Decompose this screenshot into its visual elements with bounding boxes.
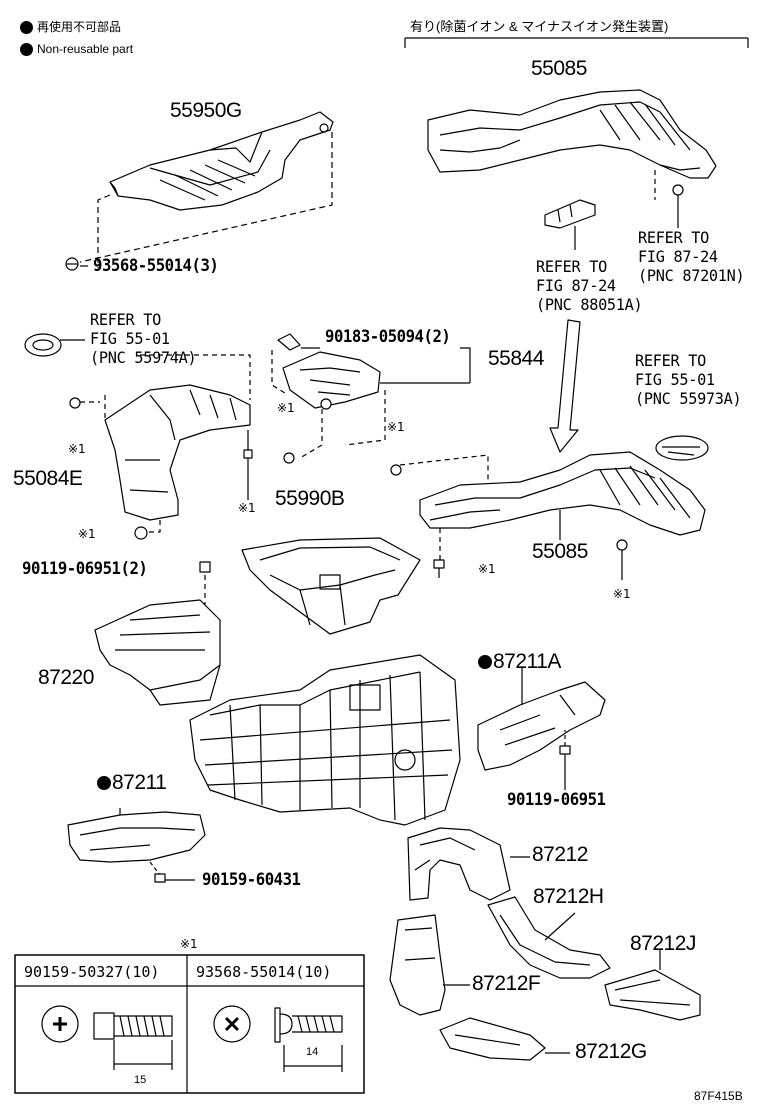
- ref-55973a: REFER TO FIG 55-01 (PNC 55973A): [635, 351, 742, 408]
- note-table-part-1: 90159-50327(10): [24, 963, 160, 981]
- flange-part: [655, 435, 709, 461]
- label-90119-2: 90119-06951(2): [22, 559, 148, 579]
- label-87212j: 87212J: [630, 932, 696, 955]
- note-table-length-1: 15: [134, 1074, 147, 1086]
- label-87211: 87211: [97, 772, 167, 793]
- label-87212g: 87212G: [575, 1040, 647, 1063]
- note-table-frame: [14, 954, 365, 1094]
- ref-87201n: REFER TO FIG 87-24 (PNC 87201N): [638, 228, 745, 285]
- label-55990b: 55990B: [275, 487, 345, 510]
- part-55990b-drawing: [241, 537, 421, 635]
- ref-55974a: REFER TO FIG 55-01 (PNC 55974A): [90, 310, 197, 367]
- label-87211a: 87211A: [478, 651, 561, 672]
- part-87211-drawing: [67, 811, 206, 863]
- note-table-heading: ※1: [180, 937, 198, 951]
- label-55844: 55844: [488, 347, 544, 370]
- option-note: 有り(除菌イオン & マイナスイオン発生装置): [410, 19, 669, 34]
- screw-icon: [213, 1005, 343, 1072]
- non-reusable-dot-icon: [97, 776, 111, 790]
- note-mark: ※1: [68, 442, 86, 456]
- part-87211a-drawing: [477, 681, 606, 771]
- part-87220-drawing: [94, 599, 221, 706]
- leader-dashes-55950g: [79, 132, 333, 268]
- label-87212: 87212: [532, 843, 588, 866]
- clip-icon: [65, 257, 79, 271]
- note-table-part-2: 93568-55014(10): [196, 963, 332, 981]
- note-mark: ※1: [238, 501, 256, 515]
- part-87212j-drawing: [604, 969, 701, 1021]
- note-mark: ※1: [78, 527, 96, 541]
- note-mark: ※1: [478, 562, 496, 576]
- flange-bolt-icon: [41, 1005, 173, 1070]
- ring-part: [24, 333, 62, 357]
- label-55085-top: 55085: [531, 57, 587, 80]
- label-93568: 93568-55014(3): [93, 256, 219, 276]
- ref-88051a: REFER TO FIG 87-24 (PNC 88051A): [536, 257, 643, 314]
- part-87212g-drawing: [439, 1017, 546, 1061]
- label-87212f: 87212F: [472, 972, 541, 995]
- note-mark: ※1: [387, 420, 405, 434]
- label-55950g: 55950G: [170, 99, 242, 122]
- ion-generator-bracket: [544, 199, 596, 229]
- bullet-icon: [20, 43, 33, 57]
- note-mark: ※1: [277, 401, 295, 415]
- label-87212h: 87212H: [533, 885, 604, 908]
- label-87220: 87220: [38, 666, 94, 689]
- part-55844-drawing: [277, 333, 381, 409]
- part-55085-top-drawing: [427, 89, 717, 179]
- legend-en: Non-reusable part: [20, 43, 133, 57]
- label-90159: 90159-60431: [202, 870, 301, 890]
- non-reusable-dot-icon: [478, 655, 492, 669]
- bullet-icon: [20, 21, 33, 35]
- label-90119: 90119-06951: [507, 790, 606, 810]
- figure-code: 87F415B: [694, 1089, 743, 1103]
- hvac-unit-drawing: [189, 654, 461, 826]
- part-55950g-drawing: [109, 111, 334, 211]
- label-55085-mid: 55085: [532, 540, 588, 563]
- legend-jp: 再使用不可部品: [20, 21, 121, 35]
- part-55085-mid-drawing: [419, 451, 706, 536]
- note-mark: ※1: [613, 587, 631, 601]
- part-87212-drawing: [407, 827, 511, 901]
- part-55084e-drawing: [104, 384, 251, 521]
- part-87212f-drawing: [389, 914, 446, 1016]
- note-table-length-2: 14: [306, 1046, 319, 1058]
- part-87212h-drawing: [487, 896, 611, 979]
- label-55084e: 55084E: [13, 467, 83, 490]
- label-90183: 90183-05094(2): [325, 327, 451, 347]
